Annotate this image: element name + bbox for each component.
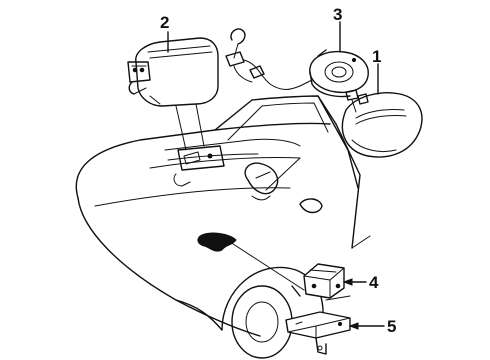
airbag-diagnostic-unit [229, 241, 345, 299]
dashboard-interior [164, 138, 301, 252]
callout-4: 4 [369, 273, 379, 292]
passenger-airbag-module [127, 37, 219, 151]
driver-airbag-module [341, 89, 423, 158]
clock-spring [309, 49, 369, 98]
callout-2: 2 [160, 13, 169, 32]
callout-1: 1 [372, 47, 381, 66]
callout-leaders [167, 21, 385, 330]
callout-5: 5 [387, 317, 396, 336]
wiring-harness [225, 28, 313, 90]
mounting-bracket [285, 311, 351, 355]
callout-labels: 2 3 1 4 5 [160, 5, 396, 336]
callout-3: 3 [333, 5, 342, 24]
